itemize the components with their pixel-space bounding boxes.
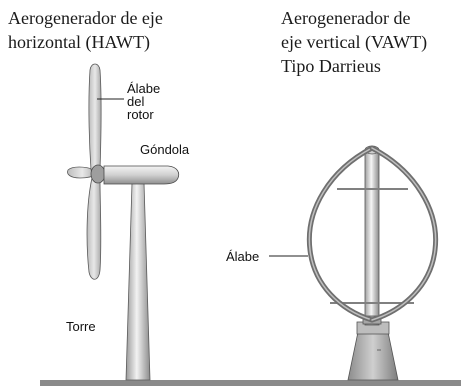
vawt-blade-right-highlight (371, 147, 437, 321)
hawt-blade-upper (88, 63, 102, 171)
ground-line (40, 380, 461, 386)
hawt-title-line2: horizontal (HAWT) (8, 32, 151, 52)
vawt-blade-left (306, 145, 375, 323)
hawt-blade-label-line2: del (127, 94, 145, 109)
hawt-hub (90, 164, 106, 184)
hawt-blade-label-line1: Álabe (127, 81, 161, 96)
vawt-blade-label: Álabe (226, 249, 260, 264)
hawt-blade-lower (86, 177, 102, 280)
hawt-title-line1: Aerogenerador de eje (8, 8, 163, 28)
hawt-tower-label: Torre (66, 319, 96, 334)
vawt-mast (364, 149, 380, 326)
vawt-title-line2: eje vertical (VAWT) (281, 32, 428, 52)
hawt-blade-label-line3: rotor (127, 107, 154, 122)
vawt-base (347, 331, 399, 381)
vawt-title-line1: Aerogenerador de (281, 8, 411, 28)
hawt-nacelle (103, 165, 180, 185)
vawt-title-line3: Tipo Darrieus (281, 56, 381, 76)
hawt-tower (125, 182, 151, 381)
hawt-nacelle-label: Góndola (140, 142, 190, 157)
vawt-blade-left-highlight (308, 147, 373, 321)
vawt-blade-right (369, 145, 439, 323)
